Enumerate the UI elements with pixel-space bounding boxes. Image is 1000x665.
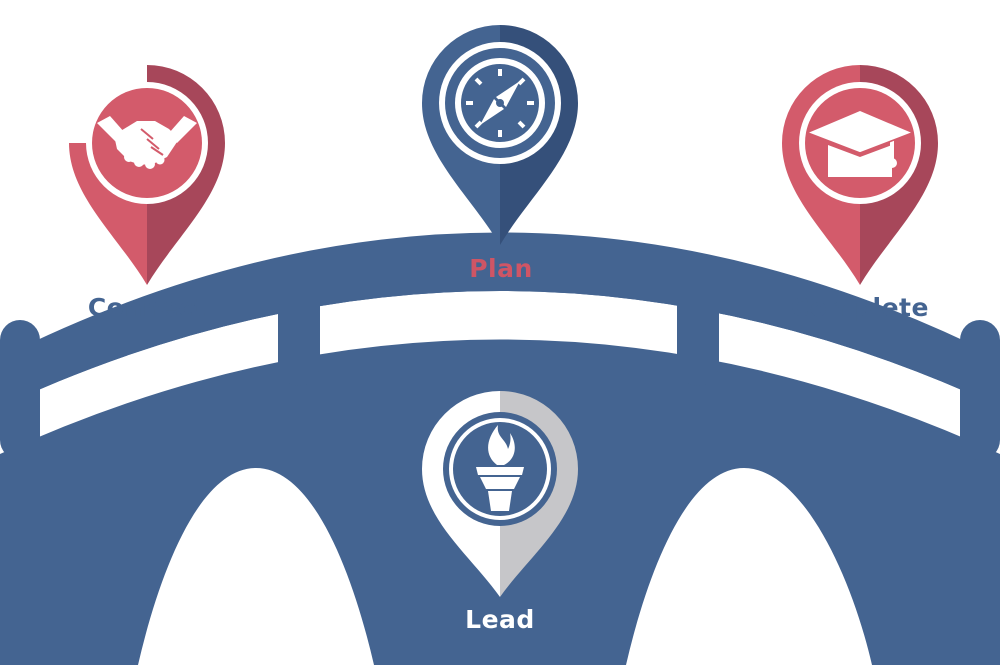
pin-plan <box>422 25 578 245</box>
pin-complete <box>782 65 938 285</box>
torch-icon <box>476 425 524 511</box>
bridge-rail-gap <box>0 291 1000 454</box>
label-connect: Connect <box>88 293 206 322</box>
compass-icon <box>455 58 545 148</box>
handshake-icon-detail <box>140 128 164 156</box>
pin-connect <box>69 65 225 285</box>
bridge-post-far-right <box>960 320 1000 460</box>
pin-lead <box>422 391 578 597</box>
graduation-cap-icon-detail <box>807 132 913 154</box>
label-lead: Lead <box>465 605 535 634</box>
label-complete: Complete <box>791 293 929 322</box>
bridge-post-left <box>278 256 320 386</box>
bridge-post-far-left <box>0 320 40 460</box>
bridge-upper-rail <box>0 232 1000 407</box>
handshake-icon <box>97 116 197 169</box>
bridge-post-right <box>677 256 719 386</box>
label-plan: Plan <box>469 254 533 283</box>
